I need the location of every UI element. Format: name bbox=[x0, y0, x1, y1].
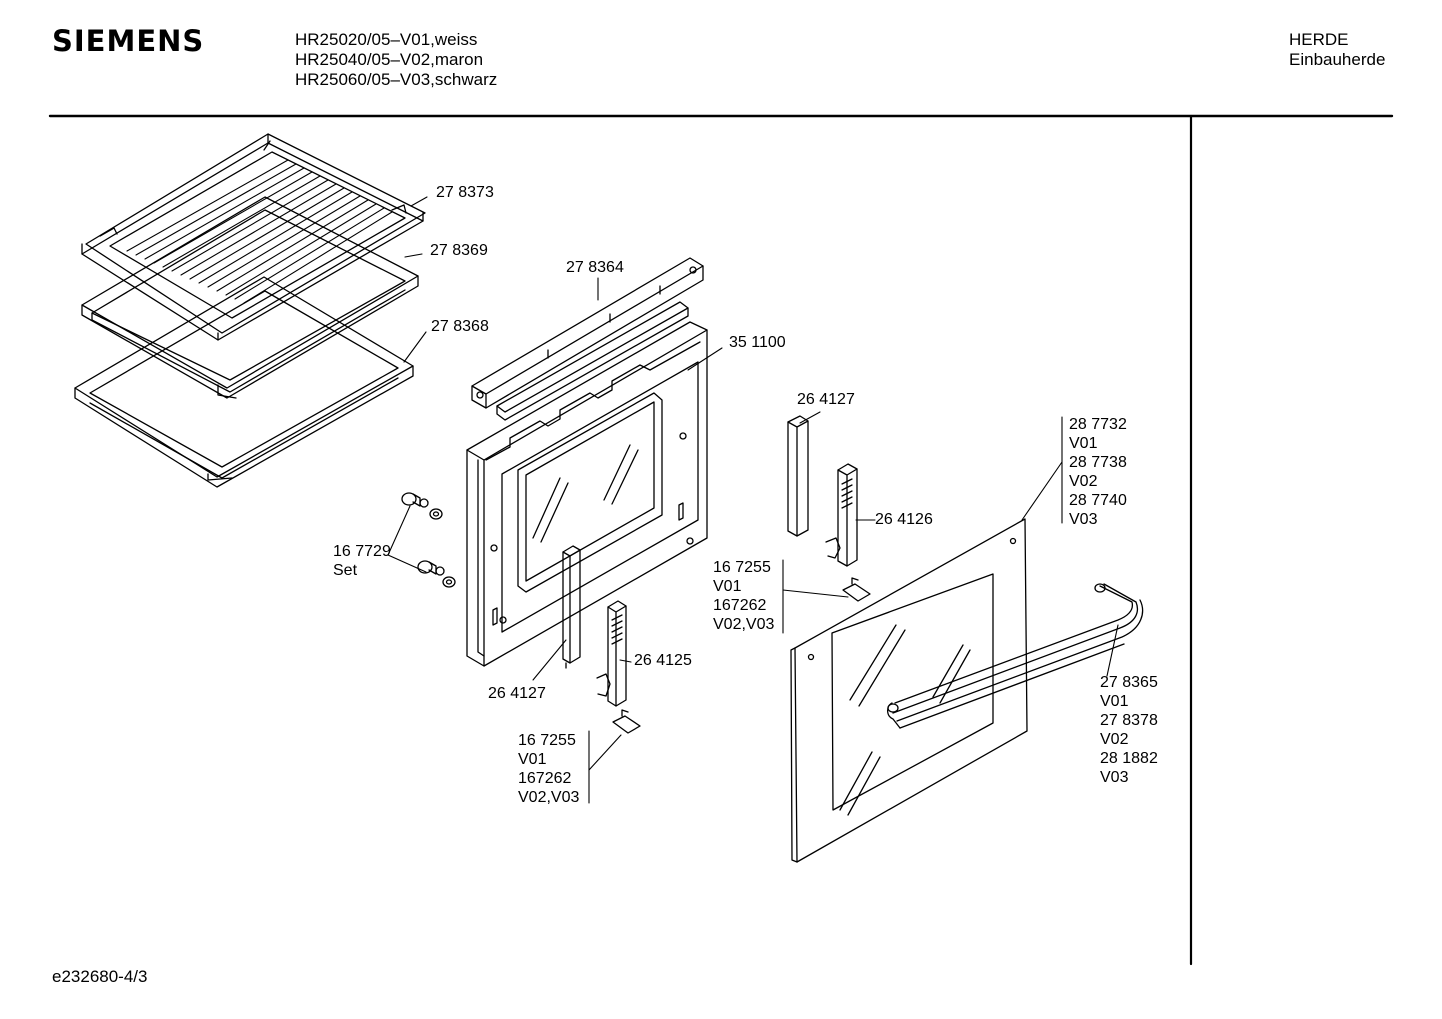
hinge-left bbox=[597, 601, 640, 733]
oven-rack bbox=[82, 134, 425, 340]
part-number-line: 16 7255 bbox=[518, 732, 576, 749]
door-top-trim bbox=[472, 258, 703, 408]
part-number-line: 28 1882 bbox=[1100, 750, 1158, 767]
part-number-label: 16 7729 Set bbox=[333, 542, 391, 580]
outer-door-glass bbox=[791, 519, 1027, 862]
part-number-label: 26 4125 bbox=[634, 652, 692, 669]
part-number-label: 27 8365 V01 27 8378 V02 28 1882 V03 bbox=[1100, 673, 1158, 787]
part-number-line: 167262 bbox=[713, 597, 767, 614]
part-number-line: 28 7732 bbox=[1069, 416, 1127, 433]
part-number-line: V03 bbox=[1069, 511, 1098, 528]
door-handle bbox=[888, 584, 1143, 728]
part-number-line: V02 bbox=[1069, 473, 1098, 490]
part-number-label: 16 7255 V01 167262 V02,V03 bbox=[713, 558, 774, 634]
part-number-line: V02 bbox=[1100, 731, 1129, 748]
document-id: e232680-4/3 bbox=[52, 967, 148, 986]
model-line: HR25040/05–V02,maron bbox=[295, 50, 484, 69]
part-number-line: V01 bbox=[713, 578, 742, 595]
part-number-line: Set bbox=[333, 562, 358, 579]
siemens-logo: SIEMENS bbox=[52, 24, 205, 58]
part-number-label: 35 1100 bbox=[729, 334, 786, 351]
part-number-line: V01 bbox=[1069, 435, 1098, 452]
part-number-line: V02,V03 bbox=[713, 616, 775, 633]
model-list: HR25020/05–V01,weiss HR25040/05–V02,maro… bbox=[295, 30, 497, 90]
model-line: HR25020/05–V01,weiss bbox=[295, 30, 478, 49]
part-number-label: 16 7255 V01 167262 V02,V03 bbox=[518, 731, 579, 807]
appliance-category: HERDE Einbauherde bbox=[1289, 30, 1385, 70]
part-number-line: 27 8378 bbox=[1100, 712, 1158, 729]
part-number-line: 16 7255 bbox=[713, 559, 771, 576]
deep-baking-pan bbox=[75, 277, 413, 487]
part-number-label: 28 7732 V01 28 7738 V02 28 7740 V03 bbox=[1069, 415, 1127, 529]
part-number-line: V02,V03 bbox=[518, 789, 580, 806]
part-number-label: 27 8369 bbox=[430, 242, 488, 259]
part-number-line: 28 7738 bbox=[1069, 454, 1127, 471]
part-number-line: 167262 bbox=[518, 770, 572, 787]
baking-tray bbox=[82, 197, 418, 398]
part-number-line: V01 bbox=[518, 751, 547, 768]
part-number-line: V03 bbox=[1100, 769, 1129, 786]
leader-lines bbox=[388, 197, 1118, 803]
part-number-label: 26 4126 bbox=[875, 511, 933, 528]
part-number-label: 26 4127 bbox=[797, 391, 855, 408]
door-seal-strip bbox=[497, 302, 688, 420]
part-number-line: V01 bbox=[1100, 693, 1129, 710]
hinge-cover-left bbox=[563, 546, 580, 668]
part-number-line: 28 7740 bbox=[1069, 492, 1127, 509]
part-number-label: 27 8364 bbox=[566, 259, 624, 276]
part-number-line: 27 8365 bbox=[1100, 674, 1158, 691]
category-line: HERDE bbox=[1289, 30, 1349, 49]
hinge-cover-right bbox=[788, 416, 808, 536]
model-line: HR25060/05–V03,schwarz bbox=[295, 70, 498, 89]
category-line: Einbauherde bbox=[1289, 50, 1386, 69]
door-bumpers bbox=[402, 493, 455, 587]
part-number-label: 27 8368 bbox=[431, 318, 489, 335]
inner-door-panel bbox=[467, 322, 707, 666]
part-number-label: 27 8373 bbox=[436, 184, 494, 201]
part-number-label: 26 4127 bbox=[488, 685, 546, 702]
part-number-line: 16 7729 bbox=[333, 543, 391, 560]
hinge-right bbox=[826, 464, 870, 601]
